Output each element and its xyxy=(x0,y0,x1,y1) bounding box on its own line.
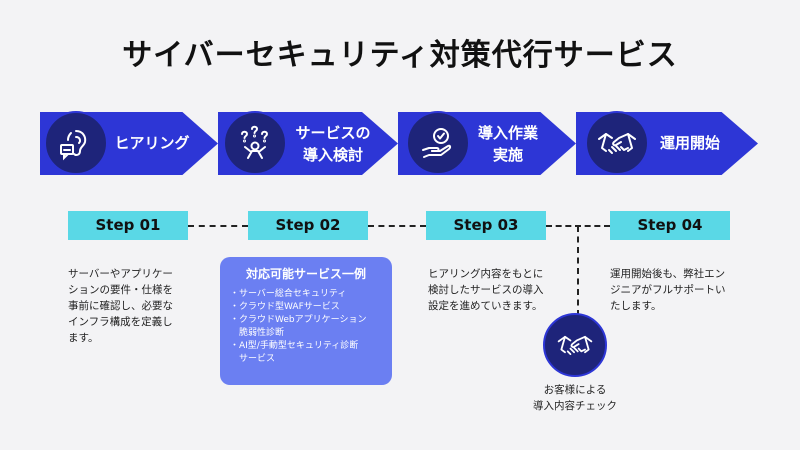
customer-check-label: お客様による 導入内容チェック xyxy=(533,384,617,412)
connector-line xyxy=(368,225,426,227)
service-list-item: ・AI型/手動型セキュリティ診断 サービス xyxy=(230,341,359,364)
step-01-description: サーバーやアプリケー ションの要件・仕様を 事前に確認し、必要な インフラ構成を… xyxy=(68,268,173,344)
person-question-icon xyxy=(223,111,287,175)
connector-line xyxy=(188,225,248,227)
phase-label-consideration: サービスの 導入検討 xyxy=(295,124,371,164)
step-03-description: ヒアリング内容をもとに 検討したサービスの導入 設定を進めていきます。 xyxy=(428,268,544,312)
ear-chat-icon xyxy=(44,111,108,175)
handshake-icon xyxy=(585,111,649,175)
connector-line-vertical xyxy=(577,226,579,316)
step-04-description: 運用開始後も、弊社エン ジニアがフルサポートい たします。 xyxy=(610,268,726,312)
service-list-item: ・クラウド型WAFサービス xyxy=(230,302,340,312)
phase-label-operation: 運用開始 xyxy=(659,134,720,152)
service-list-item: ・サーバー総合セキュリティ xyxy=(230,289,347,299)
phase-label-implementation: 導入作業 実施 xyxy=(477,124,538,164)
step-01-box: Step 01 xyxy=(68,211,188,240)
service-card-title: 対応可能サービス一例 xyxy=(245,267,366,281)
step-04-box: Step 04 xyxy=(610,211,730,240)
page-title: サイバーセキュリティ対策代行サービス xyxy=(122,38,678,73)
step-02-box: Step 02 xyxy=(248,211,368,240)
phase-label-hearing: ヒアリング xyxy=(114,134,190,152)
service-example-card: 対応可能サービス一例 ・サーバー総合セキュリティ ・クラウド型WAFサービス ・… xyxy=(220,257,392,385)
service-list-item: ・クラウドWebアプリケーション 脆弱性診断 xyxy=(230,315,367,338)
step-03-box: Step 03 xyxy=(426,211,546,240)
handshake-icon xyxy=(543,313,607,377)
service-list: ・サーバー総合セキュリティ ・クラウド型WAFサービス ・クラウドWebアプリケ… xyxy=(230,288,382,366)
hand-check-icon xyxy=(406,111,470,175)
